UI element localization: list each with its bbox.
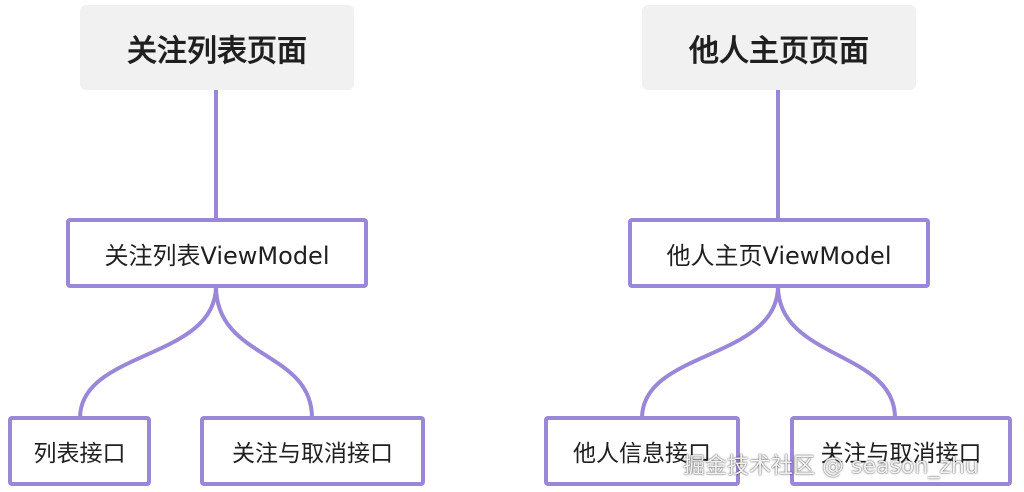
viewmodel-node-user-profile: 他人主页ViewModel xyxy=(628,218,930,288)
api-node-follow-unfollow-left: 关注与取消接口 xyxy=(200,416,425,486)
connector-viewmodel-to-api-1-left xyxy=(78,284,218,420)
connector-viewmodel-to-api-2-right xyxy=(776,284,897,420)
connector-viewmodel-to-api-2-left xyxy=(214,284,314,420)
root-node-user-profile-page: 他人主页页面 xyxy=(642,5,916,90)
viewmodel-node-follow-list: 关注列表ViewModel xyxy=(66,218,368,288)
api-node-user-info: 他人信息接口 xyxy=(544,416,740,486)
watermark-text: 掘金技术社区 @ season_zhu xyxy=(683,454,979,479)
root-node-follow-list-page: 关注列表页面 xyxy=(80,5,354,90)
api-node-follow-unfollow-right: 关注与取消接口 xyxy=(790,416,1012,486)
api-node-list: 列表接口 xyxy=(8,416,151,486)
connector-viewmodel-to-api-1-right xyxy=(640,284,780,420)
